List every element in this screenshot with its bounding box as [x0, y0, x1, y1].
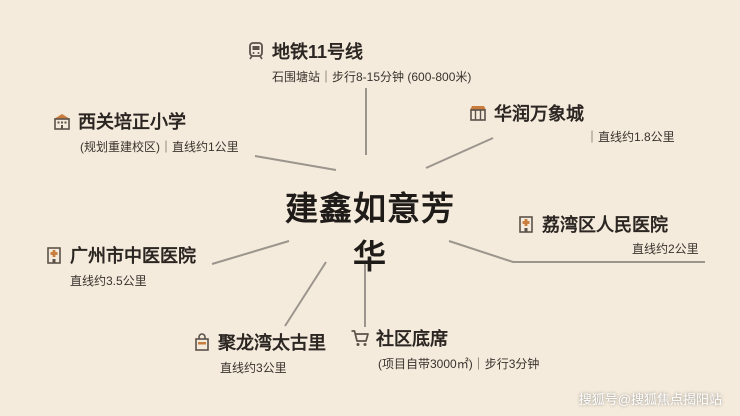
node-school: 西关培正小学 (规划重建校区)｜直线约1公里 — [52, 108, 239, 155]
community-store-title: 社区底席 — [376, 329, 448, 349]
hospital-icon — [44, 245, 64, 265]
line-to-mall — [425, 137, 494, 169]
metro-detail: 石围塘站｜步行8-15分钟 (600-800米) — [272, 70, 472, 84]
line-to-hospital-tcm — [211, 240, 290, 265]
shopping-mall-icon — [468, 103, 488, 123]
hospital-icon — [516, 214, 536, 234]
node-ancient-town: 聚龙湾太古里 直线约3公里 — [192, 329, 326, 376]
node-metro: 地铁11号线 石围塘站｜步行8-15分钟 (600-800米) — [246, 38, 471, 85]
metro-title: 地铁11号线 — [272, 42, 364, 62]
school-building-icon — [52, 111, 72, 131]
mall-detail: ｜直线约1.8公里 — [586, 130, 675, 144]
hospital-tcm-detail: 直线约3.5公里 — [70, 274, 147, 288]
line-to-ancient-town — [284, 261, 327, 327]
ancient-town-title: 聚龙湾太古里 — [218, 333, 326, 353]
node-community-store: 社区底席 (项目自带3000㎡)｜步行3分钟 — [350, 325, 539, 372]
project-name: 建鑫如意芳华 — [285, 189, 455, 276]
hospital-tcm-title: 广州市中医医院 — [70, 246, 196, 266]
mall-title: 华润万象城 — [494, 104, 584, 124]
metro-icon — [246, 41, 266, 61]
node-hospital-tcm: 广州市中医医院 直线约3.5公里 — [44, 242, 196, 289]
line-to-school — [254, 155, 337, 171]
community-store-detail: (项目自带3000㎡)｜步行3分钟 — [378, 357, 540, 371]
hospital-liwan-title: 荔湾区人民医院 — [542, 215, 668, 235]
node-mall: 华润万象城 ｜直线约1.8公里 — [468, 100, 675, 145]
school-detail: (规划重建校区)｜直线约1公里 — [80, 140, 239, 154]
ancient-town-detail: 直线约3公里 — [220, 361, 287, 375]
line-to-hospital-liwan — [448, 240, 705, 263]
shopping-cart-icon — [350, 328, 370, 348]
hospital-liwan-detail: 直线约2公里 — [632, 242, 699, 256]
watermark: 搜狐号@搜狐焦点揭阳站 — [578, 392, 722, 407]
node-hospital-liwan: 荔湾区人民医院 直线约2公里 — [516, 211, 699, 257]
shopping-bag-icon — [192, 332, 212, 352]
school-title: 西关培正小学 — [78, 112, 186, 132]
